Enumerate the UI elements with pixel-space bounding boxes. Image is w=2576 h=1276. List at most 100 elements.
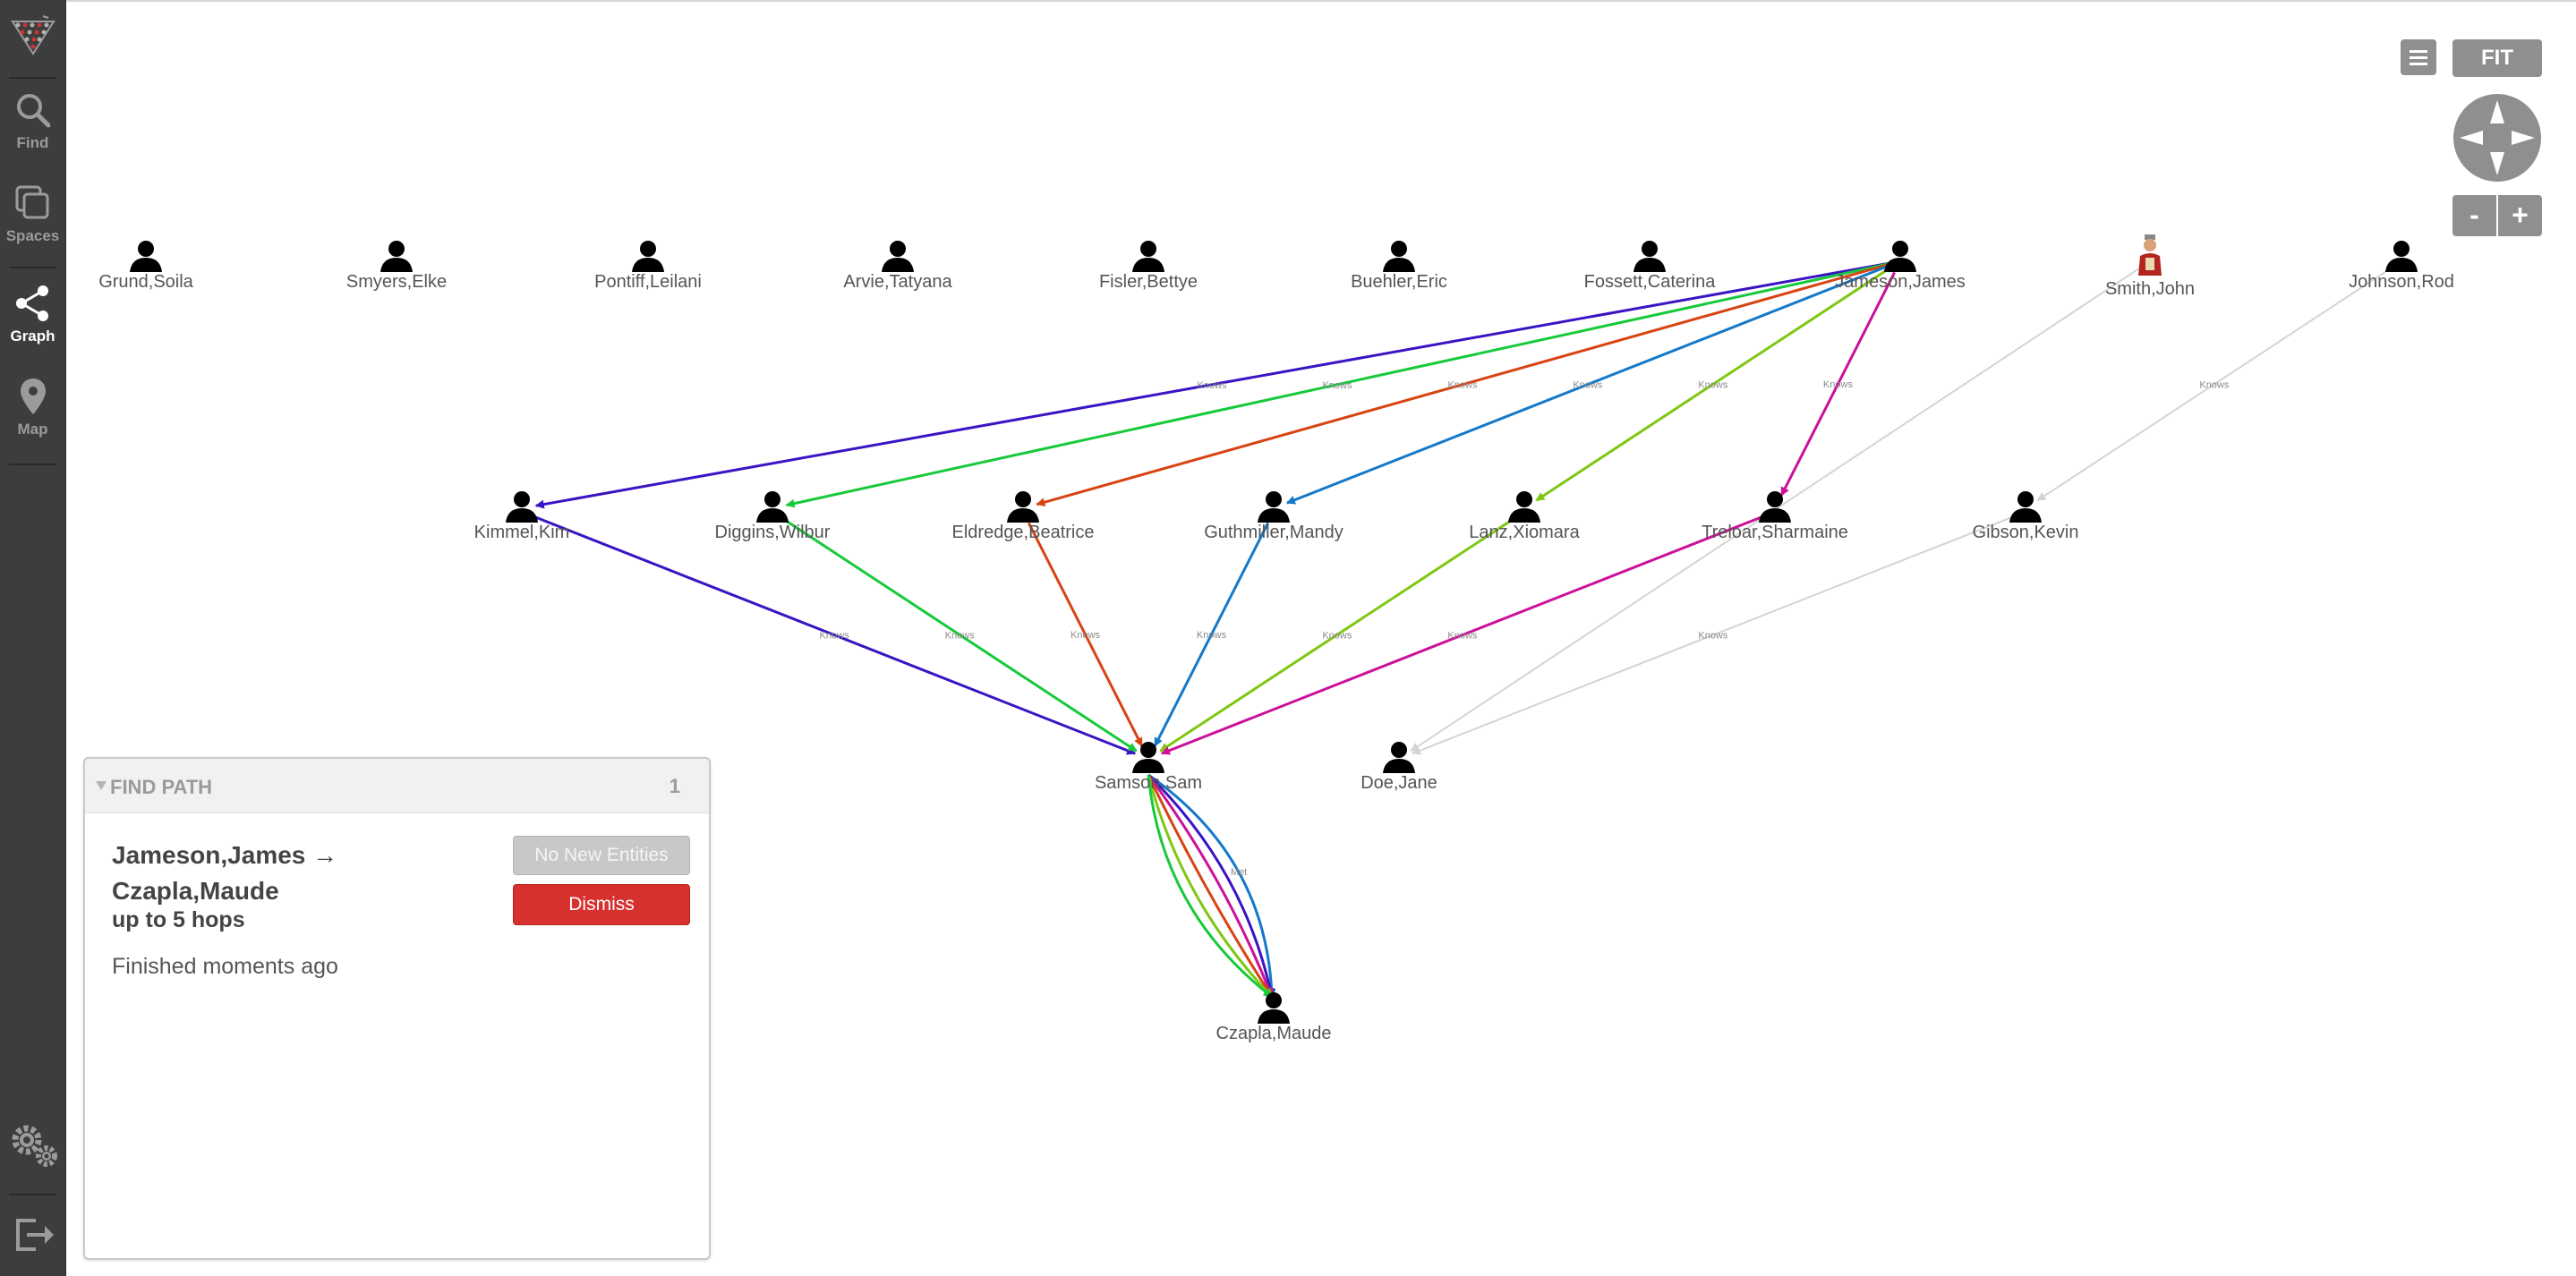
node-label: Gibson,Kevin — [1972, 523, 2079, 542]
dismiss-button[interactable]: Dismiss — [513, 884, 690, 925]
node-diggins[interactable]: Diggins,Wilbur — [665, 490, 880, 553]
node-label: Smith,John — [2104, 279, 2196, 299]
map-pin-icon — [20, 379, 46, 414]
person-icon — [632, 241, 664, 272]
sidebar-item-spaces[interactable]: Spaces — [0, 183, 65, 276]
sidebar-item-label: Spaces — [5, 227, 60, 244]
path-status: Finished moments ago — [112, 954, 338, 979]
node-label: Czapla,Maude — [1215, 1024, 1332, 1043]
pan-left-icon[interactable] — [2460, 131, 2483, 145]
sidebar-item-find[interactable]: Find — [0, 89, 65, 183]
person-icon — [1759, 491, 1791, 523]
zoom-out-button[interactable]: - — [2452, 195, 2496, 236]
node-smith[interactable]: Smith,John — [2043, 234, 2257, 302]
person-icon — [1007, 491, 1039, 523]
node-label: Diggins,Wilbur — [714, 523, 831, 542]
node-label: Treloar,Sharmaine — [1702, 523, 1848, 542]
sidebar-divider — [9, 464, 56, 465]
sidebar-item-label: Find — [16, 134, 49, 151]
node-doe[interactable]: Doe,Jane — [1292, 741, 1506, 804]
node-label: Buehler,Eric — [1351, 272, 1447, 292]
node-eldredge[interactable]: Eldredge,Beatrice — [916, 490, 1130, 553]
node-buehler[interactable]: Buehler,Eric — [1292, 240, 1506, 302]
panel-count: 1 — [669, 775, 680, 797]
node-label: Kimmel,Kim — [473, 523, 570, 542]
settings-gears-icon[interactable] — [7, 1120, 61, 1170]
node-samson[interactable]: Samson,Sam — [1041, 741, 1256, 804]
fit-button[interactable]: FIT — [2452, 39, 2542, 77]
person-icon — [506, 491, 538, 523]
node-label: Pontiff,Leilani — [594, 272, 702, 292]
node-label: Arvie,Tatyana — [843, 272, 952, 292]
node-label: Eldredge,Beatrice — [951, 523, 1095, 542]
pan-control[interactable] — [2452, 93, 2542, 183]
person-icon — [1132, 241, 1164, 272]
person-icon — [1383, 241, 1415, 272]
pan-up-icon[interactable] — [2490, 100, 2504, 123]
person-icon — [1884, 241, 1916, 272]
node-kimmel[interactable]: Kimmel,Kim — [414, 490, 629, 553]
node-label: Samson,Sam — [1094, 773, 1203, 793]
node-label: Grund,Soila — [98, 272, 193, 292]
path-source: Jameson,James → — [112, 841, 338, 869]
person-icon — [130, 241, 162, 272]
person-icon — [1633, 241, 1666, 272]
sidebar-item-label: Map — [17, 421, 48, 438]
person-icon — [2385, 241, 2418, 272]
node-treloar[interactable]: Treloar,Sharmaine — [1668, 490, 1882, 553]
person-icon — [380, 241, 413, 272]
node-label: Doe,Jane — [1361, 773, 1437, 793]
spaces-icon — [15, 185, 48, 219]
graph-menu-button[interactable] — [2401, 39, 2436, 75]
panel-title: FIND PATH — [110, 776, 213, 798]
share-graph-icon — [15, 285, 48, 321]
path-target: Czapla,Maude — [112, 877, 279, 905]
node-label: Johnson,Rod — [2349, 272, 2454, 292]
node-pontiff[interactable]: Pontiff,Leilani — [541, 240, 755, 302]
person-icon — [1132, 742, 1164, 773]
app-logo-icon[interactable] — [9, 13, 57, 61]
search-icon — [16, 94, 50, 128]
pan-down-icon[interactable] — [2490, 152, 2504, 175]
person-icon — [2009, 491, 2042, 523]
person-icon — [882, 241, 914, 272]
sidebar-divider — [9, 77, 56, 79]
panel-header[interactable]: FIND PATH 1 — [85, 759, 709, 813]
node-johnson[interactable]: Johnson,Rod — [2294, 240, 2509, 302]
graph-canvas[interactable] — [66, 0, 2576, 1276]
left-sidebar: Find Spaces Graph Map — [0, 0, 66, 1276]
no-new-entities-button[interactable]: No New Entities — [513, 836, 690, 875]
person-photo-icon — [2138, 234, 2162, 276]
node-label: Smyers,Elke — [345, 272, 448, 292]
person-icon — [756, 491, 789, 523]
node-label: Lanz,Xiomara — [1469, 523, 1580, 542]
node-label: Jameson,James — [1835, 272, 1966, 292]
person-icon — [1383, 742, 1415, 773]
sidebar-item-map[interactable]: Map — [0, 376, 65, 469]
node-label: Guthmiller,Mandy — [1204, 523, 1343, 542]
node-fisler[interactable]: Fisler,Bettye — [1041, 240, 1256, 302]
path-hops: up to 5 hops — [112, 907, 245, 932]
pan-right-icon[interactable] — [2512, 131, 2535, 145]
node-gibson[interactable]: Gibson,Kevin — [1918, 490, 2133, 553]
node-guthmiller[interactable]: Guthmiller,Mandy — [1166, 490, 1381, 553]
collapse-triangle-icon[interactable] — [96, 781, 107, 790]
node-grund[interactable]: Grund,Soila — [38, 240, 253, 302]
node-label: Fossett,Caterina — [1583, 272, 1716, 292]
person-icon — [1508, 491, 1540, 523]
node-arvie[interactable]: Arvie,Tatyana — [790, 240, 1005, 302]
node-jameson[interactable]: Jameson,James — [1793, 240, 2008, 302]
sidebar-item-graph[interactable]: Graph — [0, 283, 65, 376]
sidebar-divider — [9, 267, 56, 268]
logout-icon[interactable] — [13, 1215, 57, 1255]
person-icon — [1258, 491, 1290, 523]
sidebar-divider — [9, 1194, 56, 1195]
node-fossett[interactable]: Fossett,Caterina — [1542, 240, 1757, 302]
person-icon — [1258, 992, 1290, 1024]
node-label: Fisler,Bettye — [1098, 272, 1198, 292]
node-smyers[interactable]: Smyers,Elke — [289, 240, 504, 302]
node-czapla[interactable]: Czapla,Maude — [1166, 991, 1381, 1054]
zoom-in-button[interactable]: + — [2498, 195, 2542, 236]
path-description: Jameson,James → Czapla,Maude — [112, 838, 380, 909]
node-lanz[interactable]: Lanz,Xiomara — [1417, 490, 1632, 553]
